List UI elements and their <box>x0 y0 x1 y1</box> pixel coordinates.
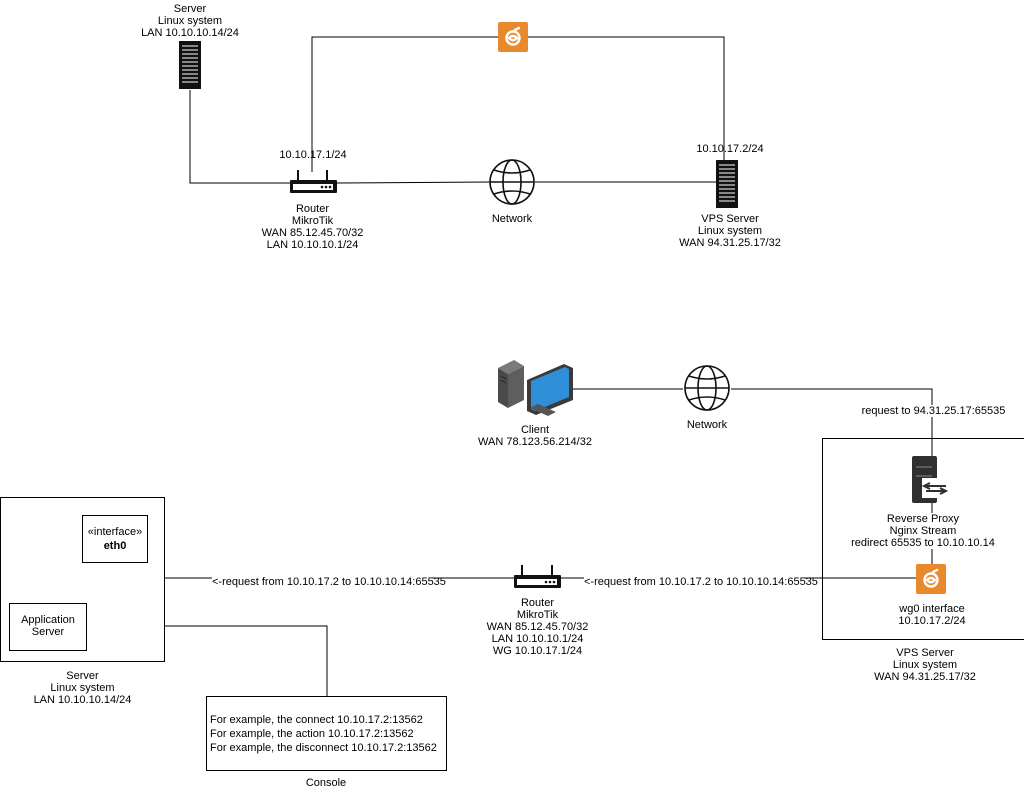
interface-name-eth0: eth0 <box>103 540 127 552</box>
desktop-computer-icon <box>498 360 573 416</box>
router-label: Router MikroTik WAN 85.12.45.70/32 LAN 1… <box>261 203 364 251</box>
client-label: Client WAN 78.123.56.214/32 <box>478 424 592 448</box>
vps-label: VPS Server Linux system WAN 94.31.25.17/… <box>679 213 781 249</box>
line-wg-vps <box>528 36 725 160</box>
server-rack-icon <box>179 41 201 89</box>
network-label-bottom: Network <box>686 419 728 431</box>
console-box <box>206 696 447 771</box>
vps-wg-ip: 10.10.17.2/24 <box>696 143 764 155</box>
application-server-label: Application Server <box>21 614 75 638</box>
router-wg-ip: 10.10.17.1/24 <box>279 149 347 161</box>
globe-icon <box>489 159 535 205</box>
wireguard-icon <box>498 22 528 52</box>
request-vps-to-router: <-request from 10.10.17.2 to 10.10.10.14… <box>584 576 818 588</box>
line-server-router <box>189 90 290 184</box>
router-icon-bottom <box>514 565 561 588</box>
console-label: Console <box>305 777 347 789</box>
reverse-proxy-label: Reverse Proxy Nginx Stream redirect 6553… <box>825 513 1021 549</box>
application-server-box[interactable] <box>9 603 87 651</box>
wireguard-icon-wg0 <box>916 564 946 594</box>
vps-container-box <box>822 438 1024 640</box>
vps-server-rack-icon <box>716 160 738 208</box>
line-app-console <box>86 625 328 696</box>
vps-server-label-bottom: VPS Server Linux system WAN 94.31.25.17/… <box>874 647 976 683</box>
line-router-wg <box>311 36 498 172</box>
router-label-bottom: Router MikroTik WAN 85.12.45.70/32 LAN 1… <box>486 597 589 657</box>
network-label: Network <box>491 213 533 225</box>
console-line-connect: For example, the connect 10.10.17.2:1356… <box>210 714 423 726</box>
server-label: Server Linux system LAN 10.10.10.14/24 <box>141 3 239 39</box>
proxy-server-icon <box>912 456 950 503</box>
server-label-bottom: Server Linux system LAN 10.10.10.14/24 <box>33 670 132 706</box>
eth0-interface-box[interactable] <box>82 515 148 563</box>
request-to-vps-label: request to 94.31.25.17:65535 <box>851 405 1016 417</box>
console-line-action: For example, the action 10.10.17.2:13562 <box>210 728 414 740</box>
interface-stereotype: «interface» <box>87 526 143 538</box>
globe-icon-bottom <box>684 365 730 411</box>
wg0-interface-label: wg0 interface 10.10.17.2/24 <box>898 603 966 627</box>
router-icon <box>290 170 337 193</box>
line-network-proxy <box>731 388 933 456</box>
line-router-network <box>336 181 491 184</box>
console-line-disconnect: For example, the disconnect 10.10.17.2:1… <box>210 742 437 754</box>
request-router-to-server: <-request from 10.10.17.2 to 10.10.10.14… <box>212 576 446 588</box>
